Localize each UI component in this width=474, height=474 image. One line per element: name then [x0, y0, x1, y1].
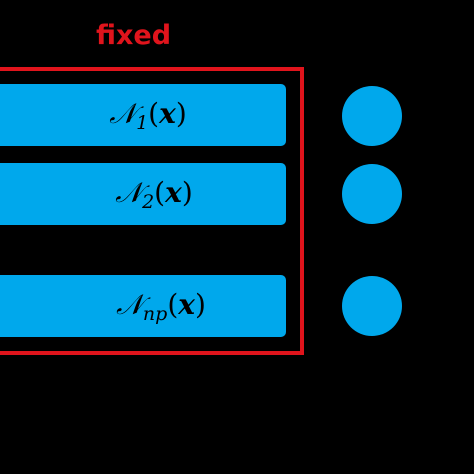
network-subscript-1: 1 — [136, 111, 149, 134]
network-open-paren-np: ( — [167, 287, 179, 321]
network-subscript-2: 2 — [142, 190, 155, 213]
network-block-2: 𝒩2(x) — [0, 163, 286, 225]
fixed-label: fixed — [96, 20, 172, 51]
network-open-paren-1: ( — [148, 96, 160, 130]
output-node-np — [342, 276, 402, 336]
network-formula-2: 𝒩2(x) — [115, 176, 193, 213]
network-close-paren-1: ) — [175, 96, 187, 130]
network-symbol-np: 𝒩 — [116, 287, 143, 321]
network-argument-2: x — [165, 175, 182, 209]
output-node-1 — [342, 86, 402, 146]
fixed-group-frame — [0, 67, 304, 355]
network-symbol-1: 𝒩 — [109, 96, 137, 130]
network-block-1: 𝒩1(x) — [0, 84, 286, 146]
network-argument-np: x — [178, 287, 195, 321]
network-formula-np: 𝒩np(x) — [116, 288, 206, 325]
output-node-2 — [342, 164, 402, 224]
network-close-paren-2: ) — [181, 175, 193, 209]
network-open-paren-2: ( — [154, 175, 166, 209]
network-close-paren-np: ) — [194, 287, 206, 321]
network-argument-1: x — [159, 96, 176, 130]
network-formula-1: 𝒩1(x) — [109, 97, 187, 134]
network-symbol-2: 𝒩 — [115, 175, 143, 209]
network-subscript-np: np — [142, 302, 168, 325]
network-block-np: 𝒩np(x) — [0, 275, 286, 337]
